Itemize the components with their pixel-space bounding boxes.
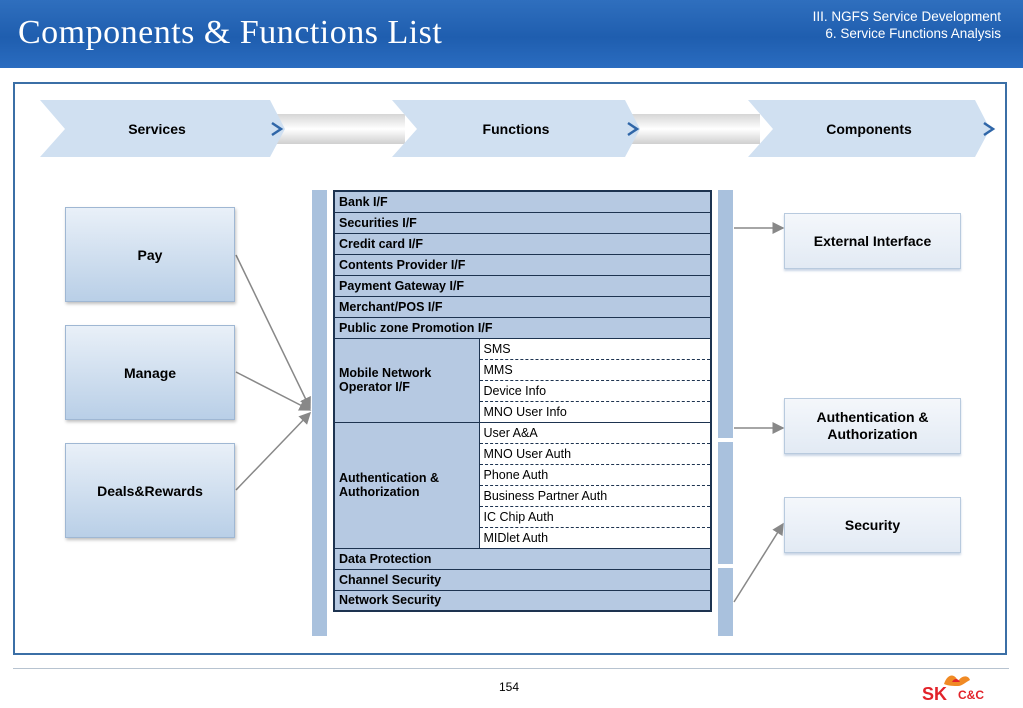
logo-sk-text: SK: [922, 684, 948, 704]
function-credit-card-if: Credit card I/F: [334, 233, 711, 255]
table-row: Channel Security: [334, 569, 711, 591]
table-row: Mobile Network Operator I/F SMS: [334, 338, 711, 423]
service-manage: Manage: [65, 325, 235, 420]
table-row: Network Security: [334, 590, 711, 611]
functions-left-bar: [312, 190, 327, 636]
arrow-manage: [235, 371, 312, 411]
table-row: Public zone Promotion I/F: [334, 317, 711, 339]
component-authentication-authorization: Authentication & Authorization: [784, 398, 961, 454]
table-row: Device Info: [334, 380, 711, 402]
flow-bar-1: [265, 114, 405, 144]
butterfly-icon: [944, 675, 970, 686]
function-mms: MMS: [479, 359, 711, 381]
breadcrumb-section: III. NGFS Service Development: [812, 9, 1001, 24]
table-row: IC Chip Auth: [334, 506, 711, 528]
breadcrumb: III. NGFS Service Development 6. Service…: [813, 8, 1001, 42]
functions-table: Bank I/F Securities I/F Credit card I/F …: [333, 190, 712, 612]
components-bar-auth: [718, 442, 733, 564]
function-bank-if: Bank I/F: [334, 191, 711, 213]
function-phone-auth: Phone Auth: [479, 464, 711, 486]
components-bar-interface: [718, 190, 733, 438]
chevron-right-icon: [271, 121, 284, 137]
functions-label: Functions: [482, 121, 550, 137]
page-number: 154: [498, 680, 520, 694]
component-security: Security: [784, 497, 961, 553]
function-network-security: Network Security: [334, 590, 711, 611]
service-pay: Pay: [65, 207, 235, 302]
function-mno-user-info: MNO User Info: [479, 401, 711, 423]
function-data-protection: Data Protection: [334, 548, 711, 570]
table-row: Credit card I/F: [334, 233, 711, 255]
function-ic-chip-auth: IC Chip Auth: [479, 506, 711, 528]
footer-divider: [13, 668, 1009, 669]
table-row: Payment Gateway I/F: [334, 275, 711, 297]
table-row: Merchant/POS I/F: [334, 296, 711, 318]
table-row: MIDlet Auth: [334, 527, 711, 549]
functions-chevron: [392, 100, 640, 157]
components-label: Components: [826, 121, 912, 137]
breadcrumb-subsection: 6. Service Functions Analysis: [825, 26, 1001, 41]
function-public-zone-promotion-if: Public zone Promotion I/F: [334, 317, 711, 339]
components-bar-security: [718, 568, 733, 636]
component-external-interface: External Interface: [784, 213, 961, 269]
table-row: Securities I/F: [334, 212, 711, 234]
function-securities-if: Securities I/F: [334, 212, 711, 234]
function-contents-provider-if: Contents Provider I/F: [334, 254, 711, 276]
components-chevron: [748, 100, 990, 157]
services-chevron: [40, 100, 285, 157]
function-midlet-auth: MIDlet Auth: [479, 527, 711, 549]
page-title: Components & Functions List: [18, 14, 443, 51]
table-row: MMS: [334, 359, 711, 381]
table-row: Phone Auth: [334, 464, 711, 486]
table-row: Bank I/F: [334, 191, 711, 213]
arrow-security: [733, 522, 784, 603]
chevron-right-icon: [983, 121, 996, 137]
arrow-pay: [235, 254, 311, 410]
function-device-info: Device Info: [479, 380, 711, 402]
chevron-right-icon: [627, 121, 640, 137]
header-banner: Components & Functions List III. NGFS Se…: [0, 0, 1023, 68]
flow-bar-2: [620, 114, 760, 144]
function-group-mno: Mobile Network Operator I/F: [334, 338, 480, 423]
function-sms: SMS: [479, 338, 711, 360]
function-group-auth: Authentication & Authorization: [334, 422, 480, 549]
function-user-aa: User A&A: [479, 422, 711, 444]
function-payment-gateway-if: Payment Gateway I/F: [334, 275, 711, 297]
function-merchant-pos-if: Merchant/POS I/F: [334, 296, 711, 318]
arrow-deals: [235, 411, 312, 491]
function-business-partner-auth: Business Partner Auth: [479, 485, 711, 507]
logo-cc-text: C&C: [958, 688, 984, 702]
services-label: Services: [128, 121, 186, 137]
service-deals-rewards: Deals&Rewards: [65, 443, 235, 538]
table-row: MNO User Auth: [334, 443, 711, 465]
table-row: Business Partner Auth: [334, 485, 711, 507]
table-row: Authentication & Authorization User A&A: [334, 422, 711, 549]
table-row: MNO User Info: [334, 401, 711, 423]
sk-cc-logo: SK C&C: [922, 672, 1002, 704]
function-channel-security: Channel Security: [334, 569, 711, 591]
table-row: Data Protection: [334, 548, 711, 570]
function-mno-user-auth: MNO User Auth: [479, 443, 711, 465]
table-row: Contents Provider I/F: [334, 254, 711, 276]
